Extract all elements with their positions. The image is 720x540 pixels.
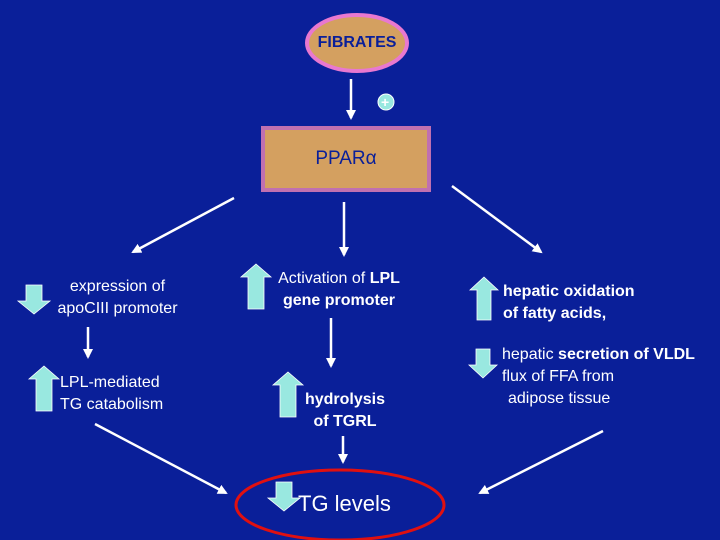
down-block-arrow-icon <box>16 284 52 315</box>
right-lower-line1: hepatic secretion of VLDL <box>502 346 695 363</box>
middle-line1: Activation of LPL <box>278 270 400 287</box>
right-line2: of fatty acids, <box>503 305 607 322</box>
left-line2: apoCIII promoter <box>57 300 178 317</box>
middle-lower-line1: hydrolysis <box>304 391 386 408</box>
left-lower-line2: TG catabolism <box>60 396 164 413</box>
up-block-arrow-icon <box>271 371 305 418</box>
tg-levels-ellipse <box>234 468 446 540</box>
down-block-arrow-icon <box>467 348 499 379</box>
right-text-upper: hepatic oxidation of fatty acids, <box>503 281 635 325</box>
right-text-lower: hepatic secretion of VLDL flux of FFA fr… <box>502 344 720 410</box>
fibrates-label: FIBRATES <box>317 34 397 51</box>
right-line1: hepatic oxidation <box>503 283 635 300</box>
ppar-node <box>261 126 431 192</box>
plus-sign: + <box>381 94 390 110</box>
fibrates-node <box>305 13 409 73</box>
left-line1: expression of <box>69 278 166 295</box>
tg-levels-label: TG levels <box>298 491 391 516</box>
middle-line2: gene promoter <box>282 292 395 309</box>
arrow-right-to-tg <box>478 429 604 495</box>
left-text-lower: LPL-mediated TG catabolism <box>60 372 163 416</box>
arrow-ppar-to-right <box>451 184 543 254</box>
middle-text-lower: hydrolysis of TGRL <box>290 389 400 433</box>
arrow-ppar-to-left <box>131 196 235 254</box>
ppar-label: PPARα <box>315 148 377 169</box>
left-lower-line1: LPL-mediated <box>60 374 160 391</box>
up-block-arrow-icon <box>239 263 273 310</box>
arrow-left-to-tg <box>94 422 228 495</box>
down-block-arrow-icon <box>266 481 302 512</box>
right-lower-line3: adipose tissue <box>508 390 611 407</box>
plus-badge <box>377 93 395 111</box>
up-block-arrow-icon <box>27 365 61 412</box>
up-block-arrow-icon <box>468 276 500 321</box>
right-lower-line2: flux of FFA from <box>502 368 615 385</box>
middle-text-upper: Activation of LPL gene promoter <box>264 268 414 312</box>
left-text-upper: expression of apoCIII promoter <box>45 276 190 320</box>
middle-lower-line2: of TGRL <box>313 413 377 430</box>
